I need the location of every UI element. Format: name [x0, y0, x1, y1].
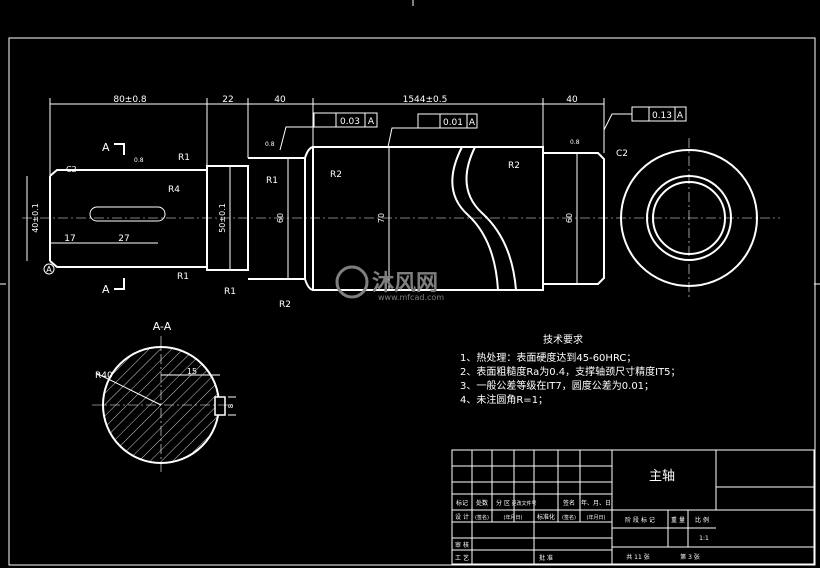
- requirement-4: 4、未注圆角R=1；: [460, 393, 548, 406]
- tb-a4: 签名: [563, 499, 575, 507]
- tb-review: 审 核: [455, 541, 469, 549]
- tb-b5: (年月日): [587, 514, 606, 521]
- tol3-ref: A: [677, 111, 684, 121]
- dim-dia-40: 40±0.1: [31, 203, 40, 233]
- tolerance-frames: [313, 106, 687, 129]
- section-mark-bottom: A: [102, 283, 110, 296]
- requirement-2: 2、表面粗糙度Ra为0.4，支撑轴颈尺寸精度IT5；: [460, 365, 681, 378]
- tb-a5: 年、月、日: [581, 499, 611, 507]
- label-r1d: R1: [266, 176, 278, 186]
- dim-dia-60b: 60: [565, 213, 574, 223]
- rough-c: 0.8: [570, 139, 580, 146]
- tb-sheets: 共 11 张: [626, 553, 649, 561]
- tb-b3: 标准化: [537, 513, 555, 521]
- section-key-depth: 15: [187, 367, 197, 376]
- watermark-brand: 沐风网: [372, 271, 438, 296]
- title-block-texts: 主轴 标记 处数 分 区 更改文件号 签名 年、月、日 设 计 (签名) (年月…: [455, 469, 709, 562]
- requirement-3: 3、一般公差等级在IT7，圆度公差为0.01；: [460, 379, 654, 392]
- dim-40a: 40: [274, 95, 286, 105]
- requirement-1: 1、热处理：表面硬度达到45-60HRC；: [460, 351, 636, 364]
- tol2-ref: A: [469, 118, 476, 128]
- tol1-ref: A: [368, 117, 375, 127]
- dim-dia-70: 70: [377, 213, 386, 223]
- watermark-url: www.mfcad.com: [378, 293, 444, 302]
- dim-dia-50: 50±0.1: [218, 203, 227, 233]
- part-name: 主轴: [649, 469, 675, 484]
- watermark: 沐风网 www.mfcad.com: [335, 265, 444, 302]
- tb-scale-label: 比 例: [695, 516, 709, 524]
- label-c2a: C2: [66, 165, 77, 174]
- tb-scale: 1:1: [699, 535, 709, 542]
- rough-a: 0.8: [134, 157, 144, 164]
- tb-b0: 设 计: [455, 513, 469, 521]
- tb-a2: 分 区: [496, 499, 510, 507]
- tb-a0: 标记: [456, 499, 468, 507]
- tb-process: 工 艺: [455, 554, 469, 562]
- section-radius: R40: [95, 371, 113, 381]
- label-r1c: R1: [224, 287, 236, 297]
- watermark-logo-icon: [335, 265, 369, 299]
- section-view: [92, 336, 236, 474]
- dim-40b: 40: [566, 95, 578, 105]
- dim-22: 22: [222, 95, 233, 105]
- tol2-value: 0.01: [443, 118, 463, 128]
- shaft-outline: [49, 146, 605, 291]
- tolerance-texts: 0.03 A 0.01 A 0.13 A: [340, 111, 684, 128]
- label-r2b: R2: [279, 300, 291, 310]
- label-r2c: R2: [508, 161, 520, 171]
- section-title: A-A: [153, 320, 172, 333]
- dim-1544: 1544±0.5: [403, 95, 448, 105]
- tb-b4: (签名): [562, 514, 576, 521]
- label-r4: R4: [168, 185, 180, 195]
- tb-b1: (签名): [475, 514, 489, 521]
- tol3-value: 0.13: [652, 111, 672, 121]
- tb-weight: 重 量: [671, 516, 685, 524]
- section-mark-top: A: [102, 141, 110, 154]
- section-labels: A A A-A R40 15 8: [95, 141, 235, 408]
- label-r1a: R1: [178, 153, 190, 163]
- tol1-value: 0.03: [340, 117, 360, 127]
- dimension-texts: 80±0.8 22 40 1544±0.5 40 17 27 40±0.1 50…: [31, 95, 628, 310]
- dim-17: 17: [64, 234, 75, 244]
- tb-b2: (年月日): [504, 514, 523, 521]
- title-block-grid: [451, 449, 815, 565]
- label-c2b: C2: [616, 149, 628, 159]
- section-key-width: 8: [227, 404, 235, 408]
- technical-requirements: 技术要求 1、热处理：表面硬度达到45-60HRC； 2、表面粗糙度Ra为0.4…: [460, 333, 681, 406]
- tb-stage: 阶 段 标 记: [625, 516, 655, 524]
- dimension-lines: [26, 98, 632, 290]
- dim-27: 27: [118, 234, 129, 244]
- label-r1b: R1: [177, 272, 189, 282]
- tb-a3: 更改文件号: [511, 500, 536, 507]
- tb-sheet-no: 第 3 张: [680, 553, 700, 561]
- label-r2a: R2: [330, 170, 342, 180]
- tb-a1: 处数: [476, 499, 488, 507]
- tb-approve: 批 准: [539, 554, 553, 562]
- requirements-title: 技术要求: [543, 333, 583, 346]
- dim-dia-60a: 60: [276, 213, 285, 223]
- rough-b: 0.8: [265, 141, 275, 148]
- datum-a: A: [46, 265, 52, 274]
- dim-80: 80±0.8: [113, 95, 147, 105]
- end-view: [620, 138, 758, 298]
